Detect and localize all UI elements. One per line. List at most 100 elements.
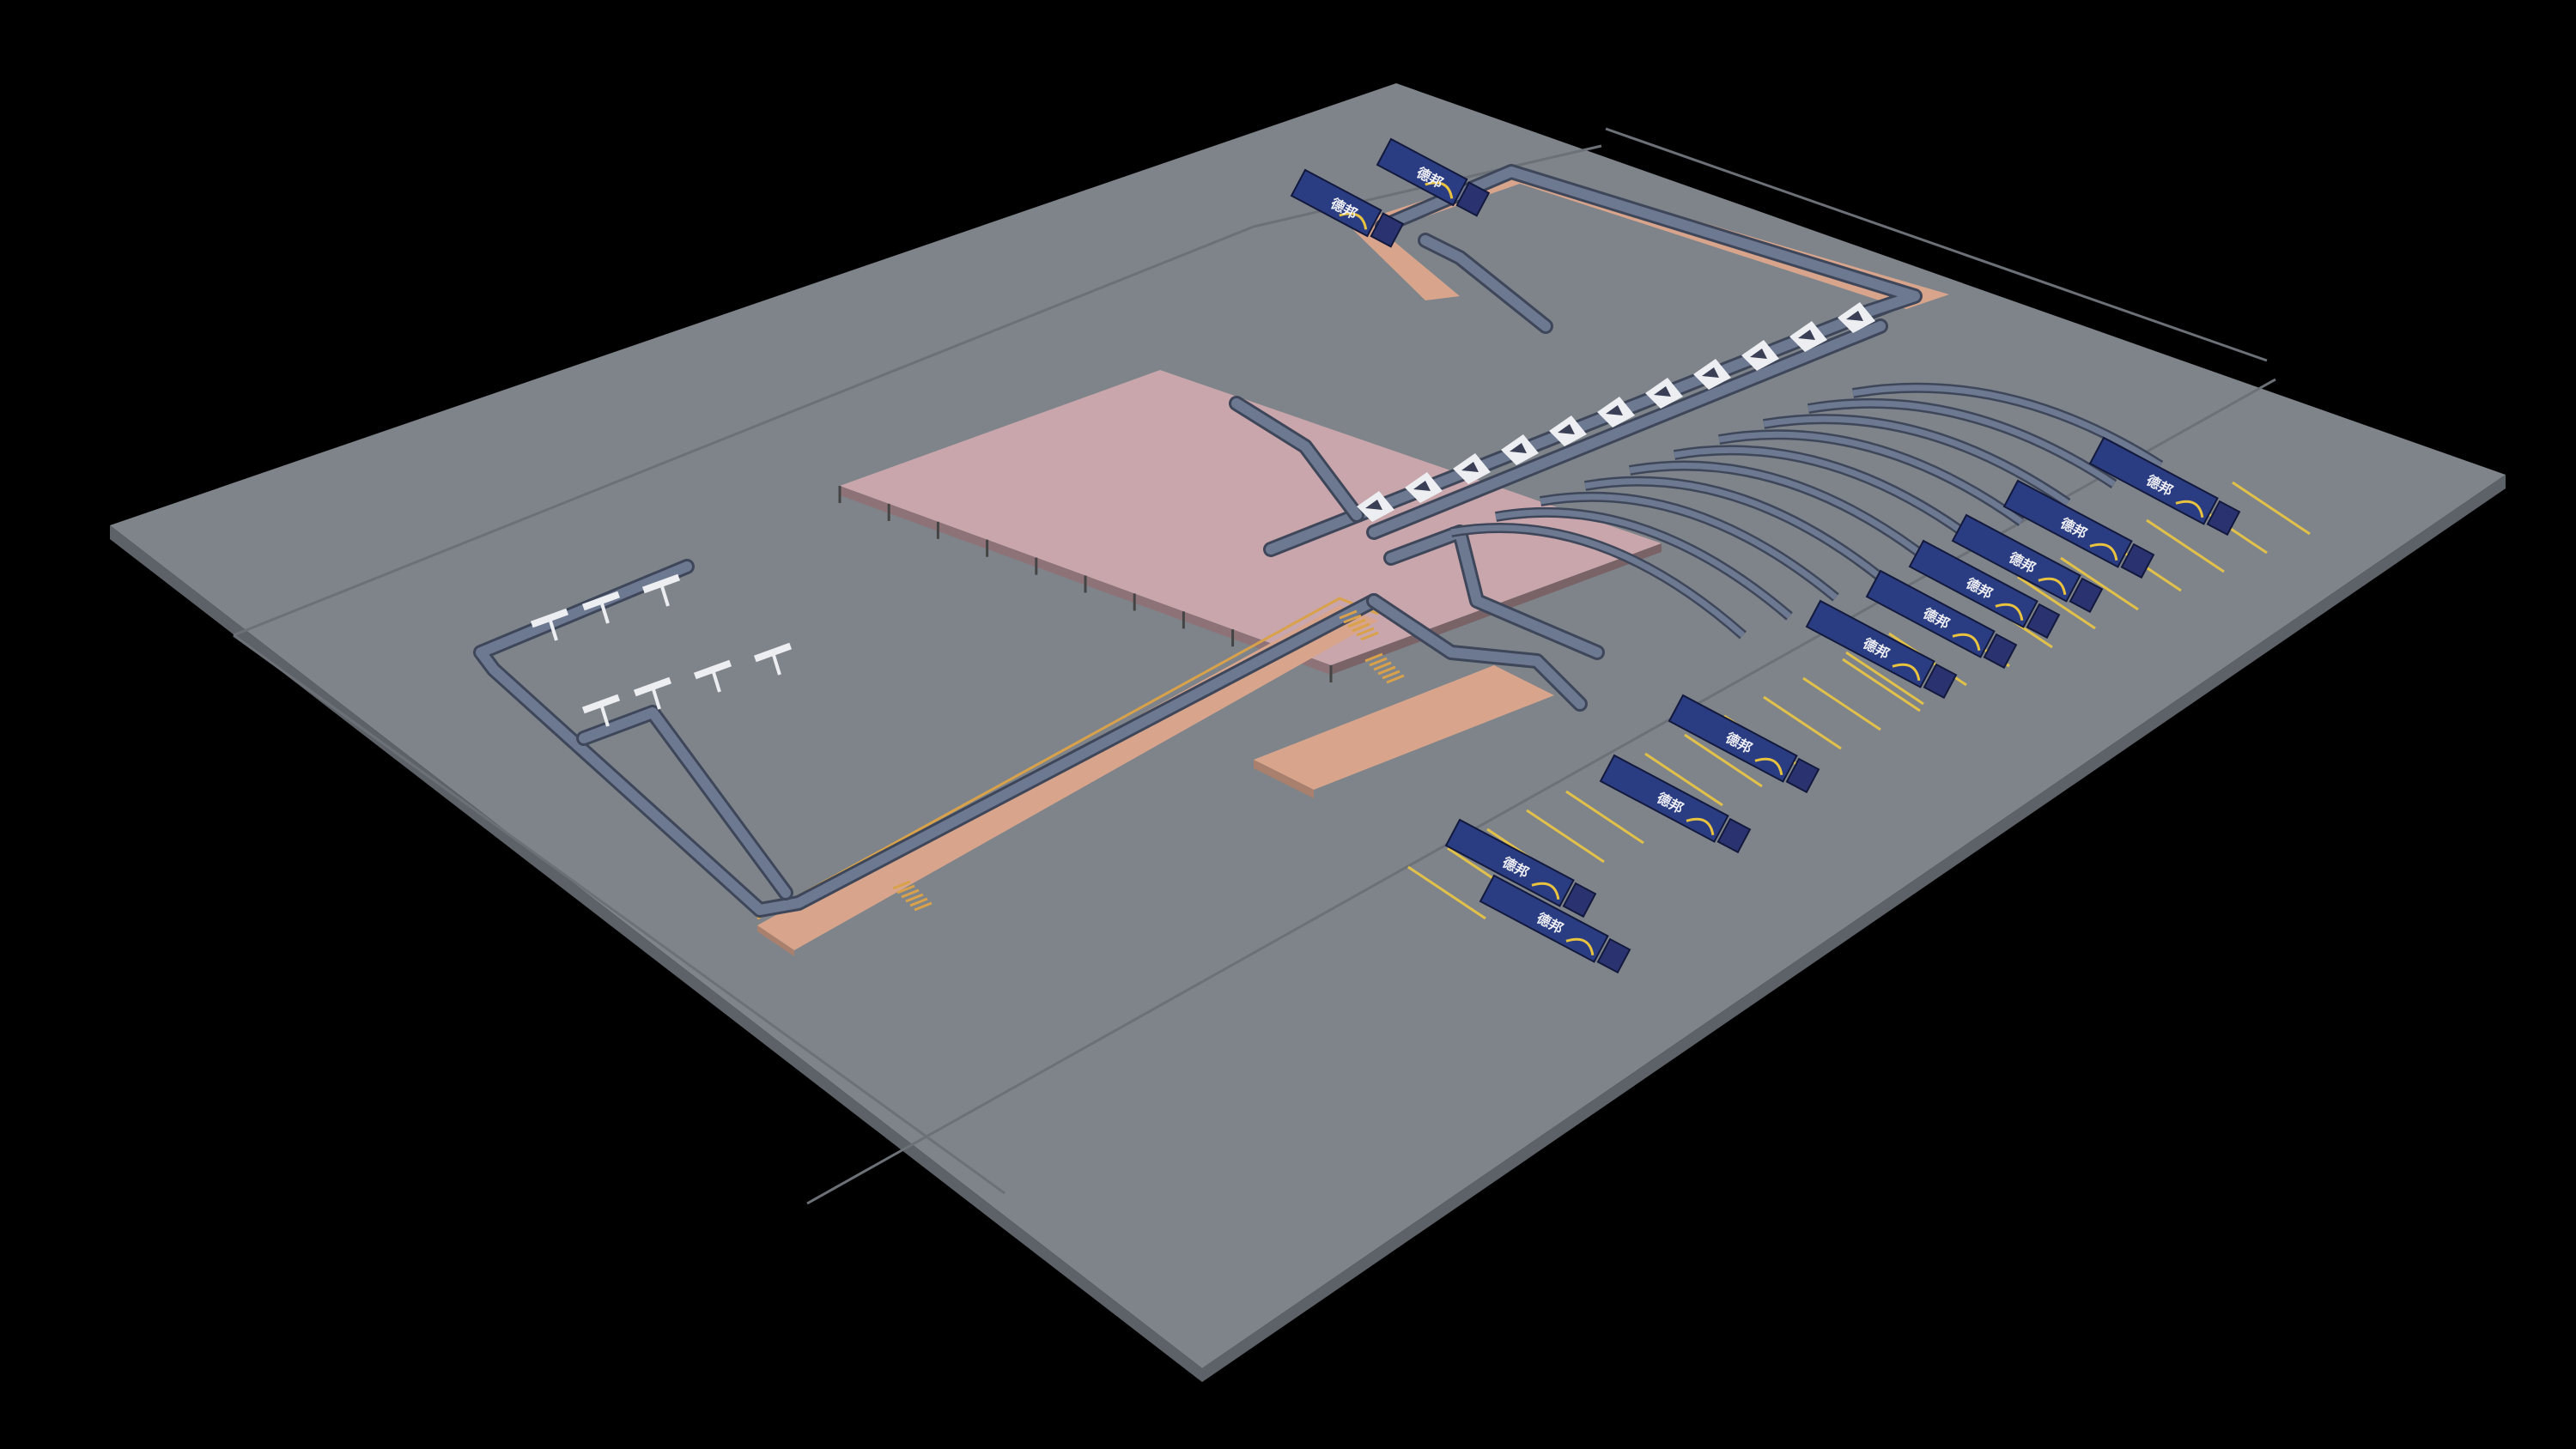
truck-cab <box>2206 500 2241 537</box>
conveyor-belt <box>1231 398 1362 520</box>
parking-line <box>1845 651 1924 706</box>
sorter-chutes <box>1357 302 1875 522</box>
parking-line <box>1763 695 1842 750</box>
truck-logo-swoosh <box>2175 500 2204 518</box>
truck-cab <box>2026 603 2061 640</box>
stair-step <box>909 897 928 907</box>
truck-logo-swoosh <box>1531 882 1560 900</box>
sorter-chute-opening <box>1365 500 1382 510</box>
truck-logo-swoosh <box>1565 937 1595 956</box>
outbound-lane <box>1763 415 2069 506</box>
truck-cab <box>1596 937 1631 974</box>
sorter-chute-opening <box>1846 311 1863 321</box>
truck-logo-swoosh <box>2089 543 2118 561</box>
truck-logo-swoosh <box>1952 633 1981 652</box>
stair-step <box>1369 657 1388 667</box>
outbound-lane <box>1629 463 1931 562</box>
outbound-lane <box>1584 478 1885 581</box>
inbound-conveyor-arm <box>599 703 610 727</box>
truck-trailer <box>1290 168 1382 238</box>
truck-logo-swoosh <box>1339 212 1368 230</box>
sorter-chute-opening <box>1510 443 1527 453</box>
stair-step <box>1377 665 1396 676</box>
stair-step <box>892 880 911 890</box>
outbound-lane <box>1852 385 2162 468</box>
truck-logo-swoosh <box>1995 603 2024 621</box>
outbound-lane <box>1450 524 1746 638</box>
truck: 德邦 <box>1951 513 2104 614</box>
stair-step <box>901 888 920 899</box>
stair-step <box>914 901 933 912</box>
stair-step <box>1352 622 1370 633</box>
sorter-chute-opening <box>1654 386 1671 397</box>
inbound-conveyor-arm <box>711 669 721 693</box>
conveyor-belt <box>579 707 791 898</box>
truck-cab <box>1716 817 1752 854</box>
outbound-lane <box>1495 509 1792 619</box>
stair-step <box>905 893 924 903</box>
long-walkway-platform <box>757 605 1378 956</box>
parking-line <box>1565 790 1644 845</box>
parking-line <box>1407 865 1486 920</box>
outbound-lane <box>1718 431 2024 524</box>
inbound-conveyor-arm <box>548 617 558 641</box>
parking-line <box>1802 676 1881 731</box>
parking-line <box>2060 556 2139 611</box>
parking-line <box>2017 575 2096 630</box>
truck-cab <box>1923 663 1958 700</box>
parking-line <box>1684 733 1763 788</box>
conveyor-belt <box>1369 321 1886 537</box>
truck: 德邦 <box>1479 874 1631 974</box>
truck-cab <box>1785 757 1820 794</box>
ground-slab-right-edge <box>1202 475 2506 1382</box>
inbound-conveyor-arm <box>599 600 610 624</box>
truck: 德邦 <box>1865 569 2018 670</box>
stair-step <box>1356 627 1375 637</box>
stair-step <box>1343 614 1362 624</box>
truck-cab <box>2120 543 2155 579</box>
stair-step <box>896 884 915 894</box>
sorter-chute-opening <box>1702 367 1719 378</box>
truck: 德邦 <box>1668 694 1820 794</box>
truck-cab <box>2069 577 2104 614</box>
conveyor-belt <box>1386 527 1602 658</box>
sorter-chute-opening <box>1413 481 1431 491</box>
truck-logo-swoosh <box>1754 757 1783 776</box>
truck: 德邦 <box>2002 479 2155 579</box>
truck-logo-swoosh <box>2038 577 2067 596</box>
parking-line <box>1644 752 1723 807</box>
truck: 德邦 <box>1805 599 1958 700</box>
sorter-chute-opening <box>1558 424 1575 434</box>
truck: 德邦 <box>1908 539 2061 640</box>
stair-step <box>1339 609 1358 620</box>
truck-trailer <box>1376 137 1468 207</box>
truck-cab <box>1370 212 1405 248</box>
conveyor-belt <box>476 561 1379 915</box>
stair-step <box>1347 618 1366 628</box>
stair-step <box>1386 674 1405 684</box>
parking-line <box>2146 518 2225 573</box>
truck-logo-swoosh <box>1425 181 1454 199</box>
parking-line <box>1842 658 1921 712</box>
truck-logo-swoosh <box>1892 663 1921 682</box>
truck: 德邦 <box>2088 436 2241 537</box>
inbound-conveyor-heads <box>530 573 793 727</box>
outbound-lane <box>1540 494 1838 600</box>
truck-cab <box>1983 633 2018 670</box>
inbound-conveyor-arm <box>651 686 661 710</box>
outbound-lane <box>1674 446 1978 543</box>
truck-cab <box>1455 181 1491 217</box>
sorter-chute-opening <box>1798 330 1815 340</box>
sorter-chute-opening <box>1461 462 1479 472</box>
stair-step <box>1360 631 1379 641</box>
stairs <box>892 609 1405 912</box>
stair-step <box>1373 661 1392 671</box>
truck: 德邦 <box>1599 754 1752 854</box>
truck: 德邦 <box>1290 168 1405 248</box>
conveyor-belt <box>1420 235 1551 331</box>
truck: 德邦 <box>1376 137 1491 217</box>
stair-step <box>1364 652 1383 663</box>
lower-loading-deck <box>1254 665 1554 798</box>
